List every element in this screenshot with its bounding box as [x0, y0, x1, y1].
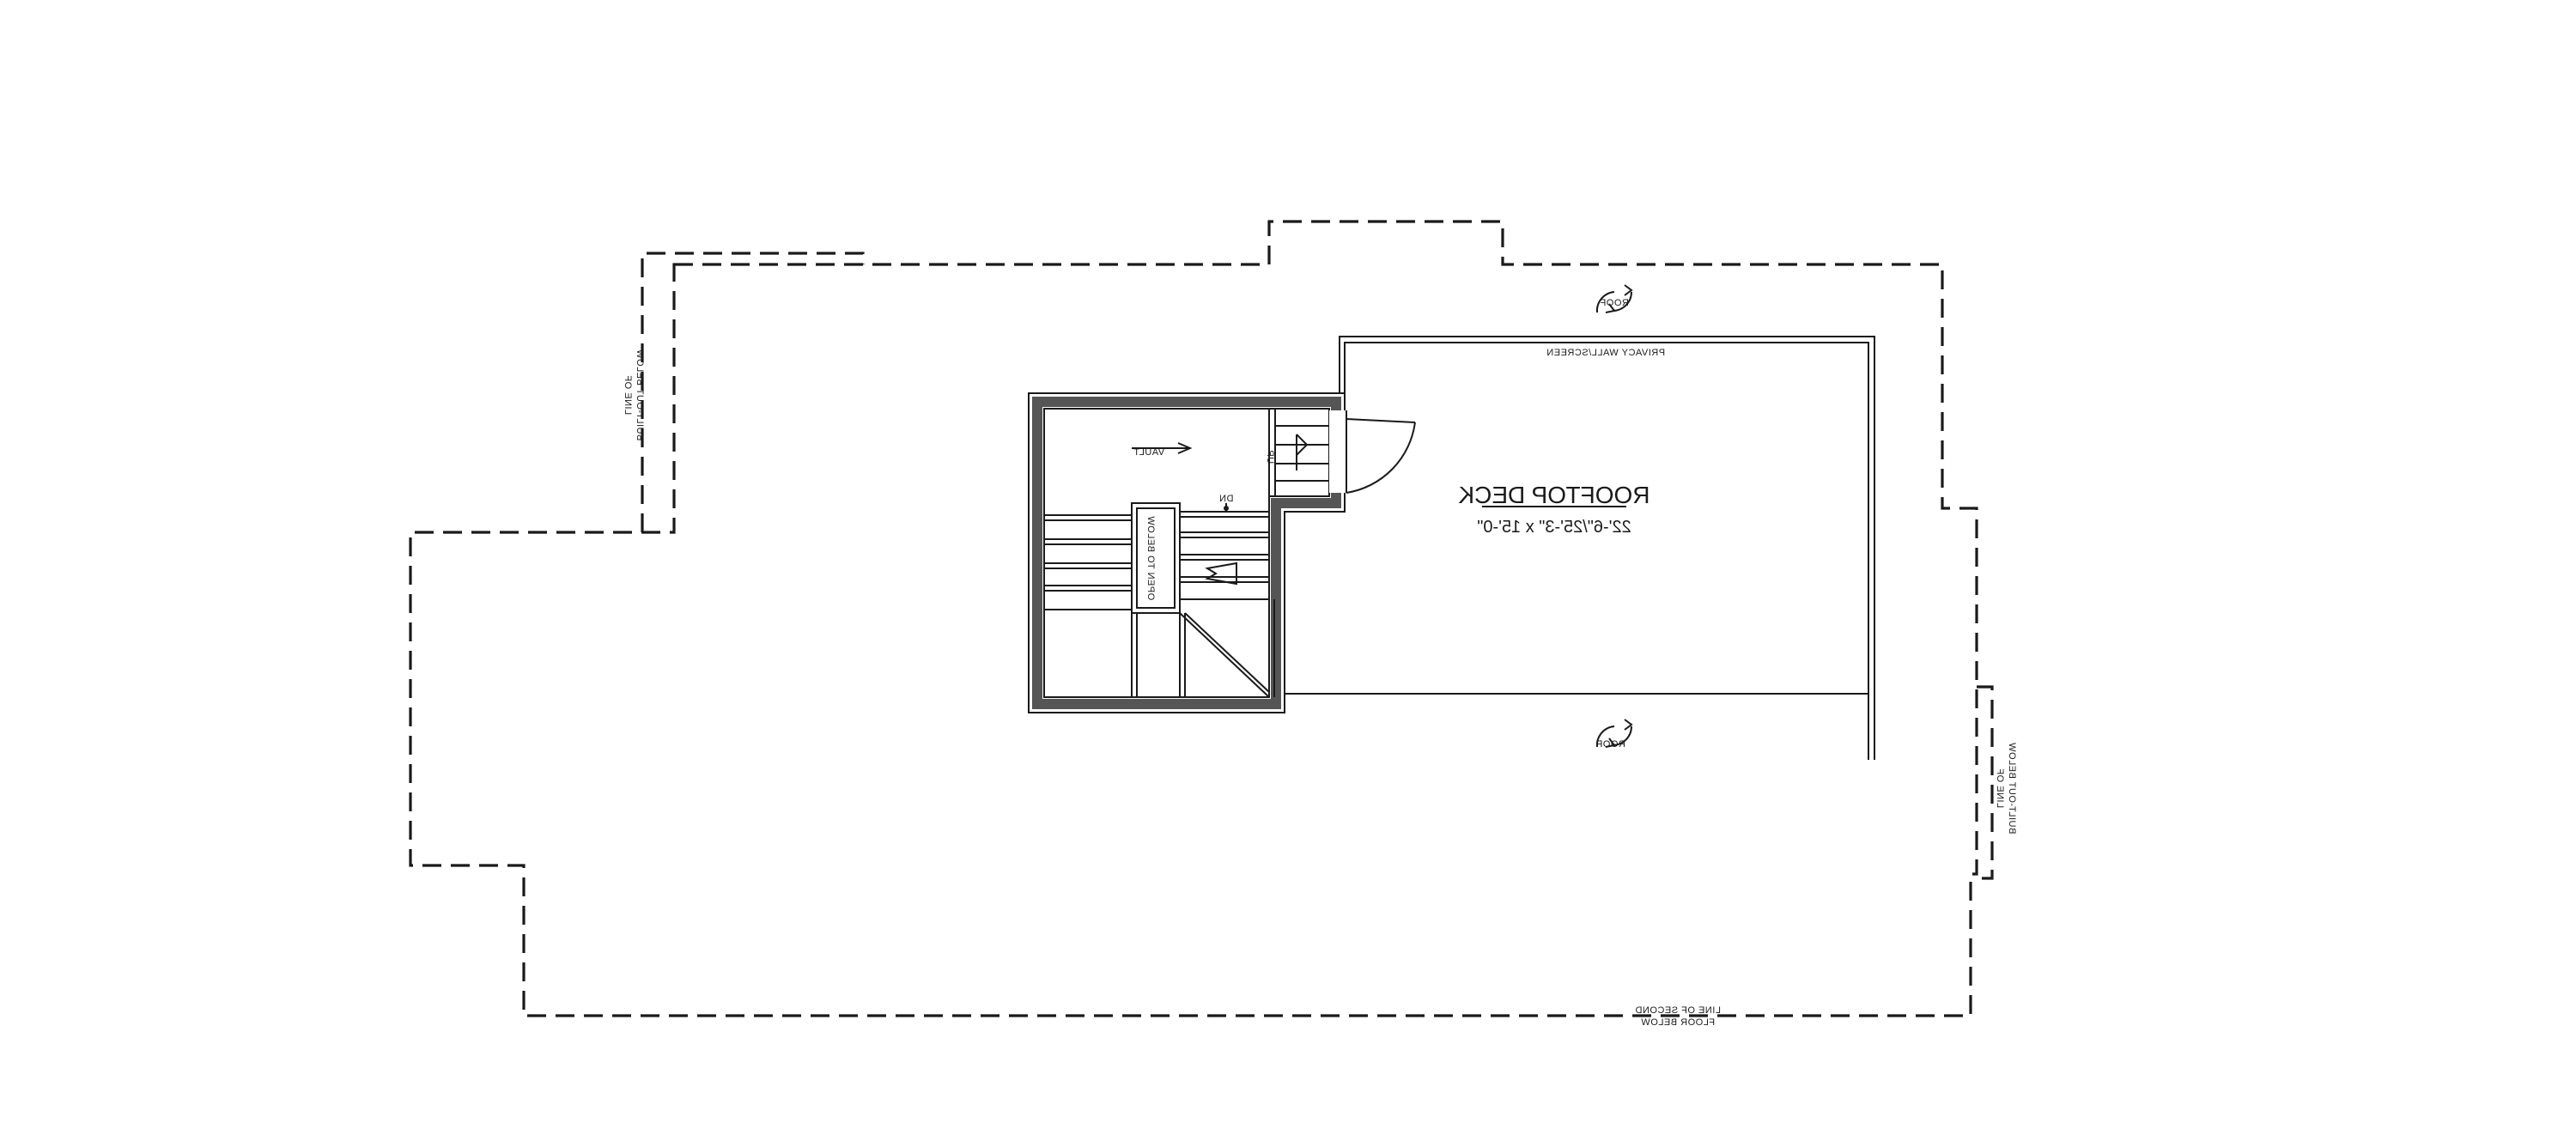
- built-out-left-group: BUILT-OUT BELOW LINE OF: [623, 349, 645, 441]
- second-floor-outline: [409, 220, 1978, 1017]
- stair-down-run-right: [1180, 503, 1269, 600]
- stair-down-run-left: [1044, 514, 1132, 610]
- roof-label-top-group: ROOF: [1600, 298, 1629, 308]
- roof-arrow-top: [1595, 284, 1633, 313]
- vault-arrow: [1132, 442, 1193, 454]
- built-out-left-line1: BUILT-OUT BELOW: [635, 349, 645, 441]
- open-to-below-group: OPEN TO BELOW: [1145, 516, 1156, 601]
- up-label: UP: [1265, 450, 1275, 464]
- vault-label: VAULT: [1133, 447, 1164, 458]
- dn-label-group: DN: [1219, 494, 1234, 504]
- open-to-below-label: OPEN TO BELOW: [1145, 516, 1156, 601]
- roof-label-bottom-group: ROOF: [1596, 739, 1625, 750]
- room-dims: 22'-6"/25'-3" x 15'-0": [1477, 518, 1631, 537]
- built-out-right-line1: BUILT-OUT BELOW: [2007, 743, 2017, 835]
- roof-arrow-bottom: [1595, 719, 1633, 748]
- privacy-label-group: PRIVACY WALL/SCREEN: [1546, 348, 1665, 358]
- built-out-left-line2: LINE OF: [623, 375, 633, 415]
- stair-enclosure-walls: [1028, 392, 1346, 713]
- privacy-label: PRIVACY WALL/SCREEN: [1546, 348, 1665, 358]
- room-name-group: ROOFTOP DECK: [1458, 482, 1649, 508]
- open-to-below-rail: [1131, 502, 1181, 614]
- stair-up-run: [1268, 409, 1329, 496]
- vault-label-group: VAULT: [1133, 447, 1164, 458]
- deck-door: [1329, 410, 1416, 494]
- room-name: ROOFTOP DECK: [1458, 482, 1649, 508]
- room-dims-group: 22'-6"/25'-3" x 15'-0": [1477, 518, 1631, 537]
- roof-label-bottom: ROOF: [1596, 739, 1625, 750]
- up-label-group: UP: [1265, 450, 1275, 464]
- roof-label-top: ROOF: [1600, 298, 1629, 308]
- built-out-right-outline: [1977, 685, 1994, 880]
- built-out-right-group: BUILT-OUT BELOW LINE OF: [1995, 743, 2017, 835]
- second-floor-line2: FLOOR BELOW: [1641, 1017, 1715, 1028]
- stair-winder: [1131, 599, 1275, 698]
- second-floor-line1: LINE OF SECOND: [1635, 1005, 1721, 1016]
- built-out-right-line2: LINE OF: [1995, 768, 2005, 808]
- privacy-wall: [1285, 336, 1875, 760]
- second-floor-label-group: LINE OF SECOND FLOOR BELOW: [1635, 1005, 1721, 1028]
- dn-label: DN: [1219, 494, 1234, 504]
